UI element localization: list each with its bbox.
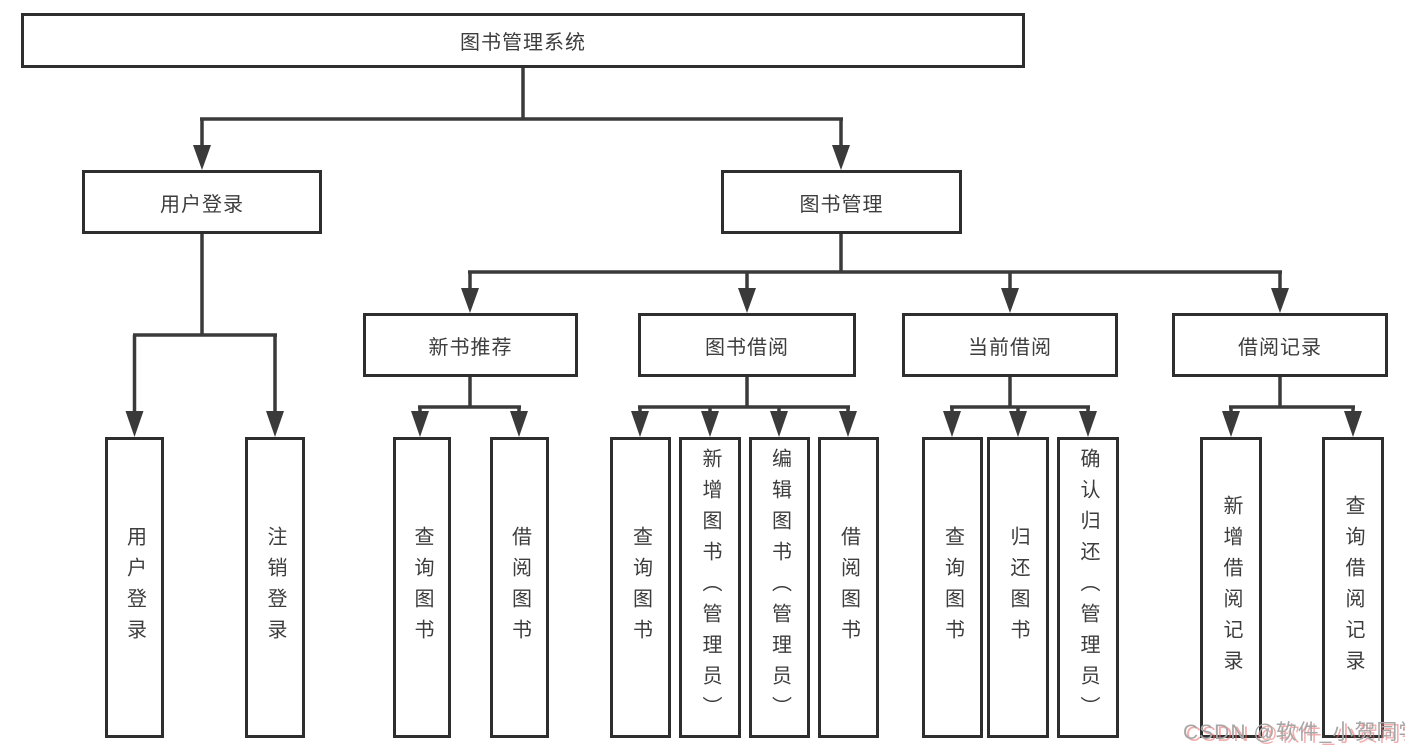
leaf-borrow-add-book-admin: 新增图书（管理员）	[679, 437, 741, 738]
csdn-watermark: CSDN @软件_小贺同学	[1183, 721, 1405, 744]
node-label: 用户登录	[123, 525, 146, 650]
node-label: 图书借阅	[705, 336, 789, 359]
node-label: 编辑图书（管理员）	[768, 448, 791, 727]
node-label: 图书管理	[799, 193, 884, 216]
node-borrow-records: 借阅记录	[1172, 313, 1388, 377]
leaf-current-confirm-return-admin: 确认归还（管理员）	[1057, 437, 1119, 738]
leaf-borrow-edit-book-admin: 编辑图书（管理员）	[749, 437, 810, 738]
node-label: 借阅图书	[508, 525, 531, 650]
node-label: 新书推荐	[428, 336, 513, 359]
node-label: 借阅记录	[1238, 336, 1322, 359]
node-label: 查询借阅记录	[1342, 494, 1364, 681]
node-label: 注销登录	[264, 525, 286, 650]
leaf-records-query-record: 查询借阅记录	[1322, 437, 1384, 738]
node-label: 确认归还（管理员）	[1077, 448, 1099, 727]
node-current-borrow: 当前借阅	[902, 313, 1118, 377]
leaf-borrow-borrow-book: 借阅图书	[818, 437, 879, 738]
node-label: 归还图书	[1007, 525, 1029, 650]
leaf-current-query-book: 查询图书	[922, 437, 983, 738]
node-label: 查询图书	[941, 525, 964, 650]
node-label: 借阅图书	[837, 525, 860, 650]
node-new-book-recommend: 新书推荐	[363, 313, 578, 377]
node-label: 当前借阅	[968, 336, 1052, 359]
leaf-logout: 注销登录	[245, 437, 305, 738]
node-label: 用户登录	[160, 193, 244, 216]
node-root: 图书管理系统	[21, 13, 1025, 68]
leaf-recommend-query-book: 查询图书	[393, 437, 451, 738]
leaf-user-login: 用户登录	[105, 437, 164, 738]
leaf-recommend-borrow-book: 借阅图书	[490, 437, 549, 738]
node-user-login: 用户登录	[82, 170, 322, 234]
node-label: 新增图书（管理员）	[699, 448, 721, 727]
node-book-management: 图书管理	[721, 170, 962, 234]
node-book-borrow: 图书借阅	[638, 313, 856, 377]
node-label: 查询图书	[629, 525, 652, 650]
leaf-records-add-record: 新增借阅记录	[1200, 437, 1262, 738]
leaf-current-return-book: 归还图书	[987, 437, 1049, 738]
node-label: 新增借阅记录	[1220, 494, 1242, 681]
leaf-borrow-query-book: 查询图书	[610, 437, 671, 738]
node-label: 查询图书	[411, 525, 433, 650]
node-label: 图书管理系统	[460, 32, 586, 54]
